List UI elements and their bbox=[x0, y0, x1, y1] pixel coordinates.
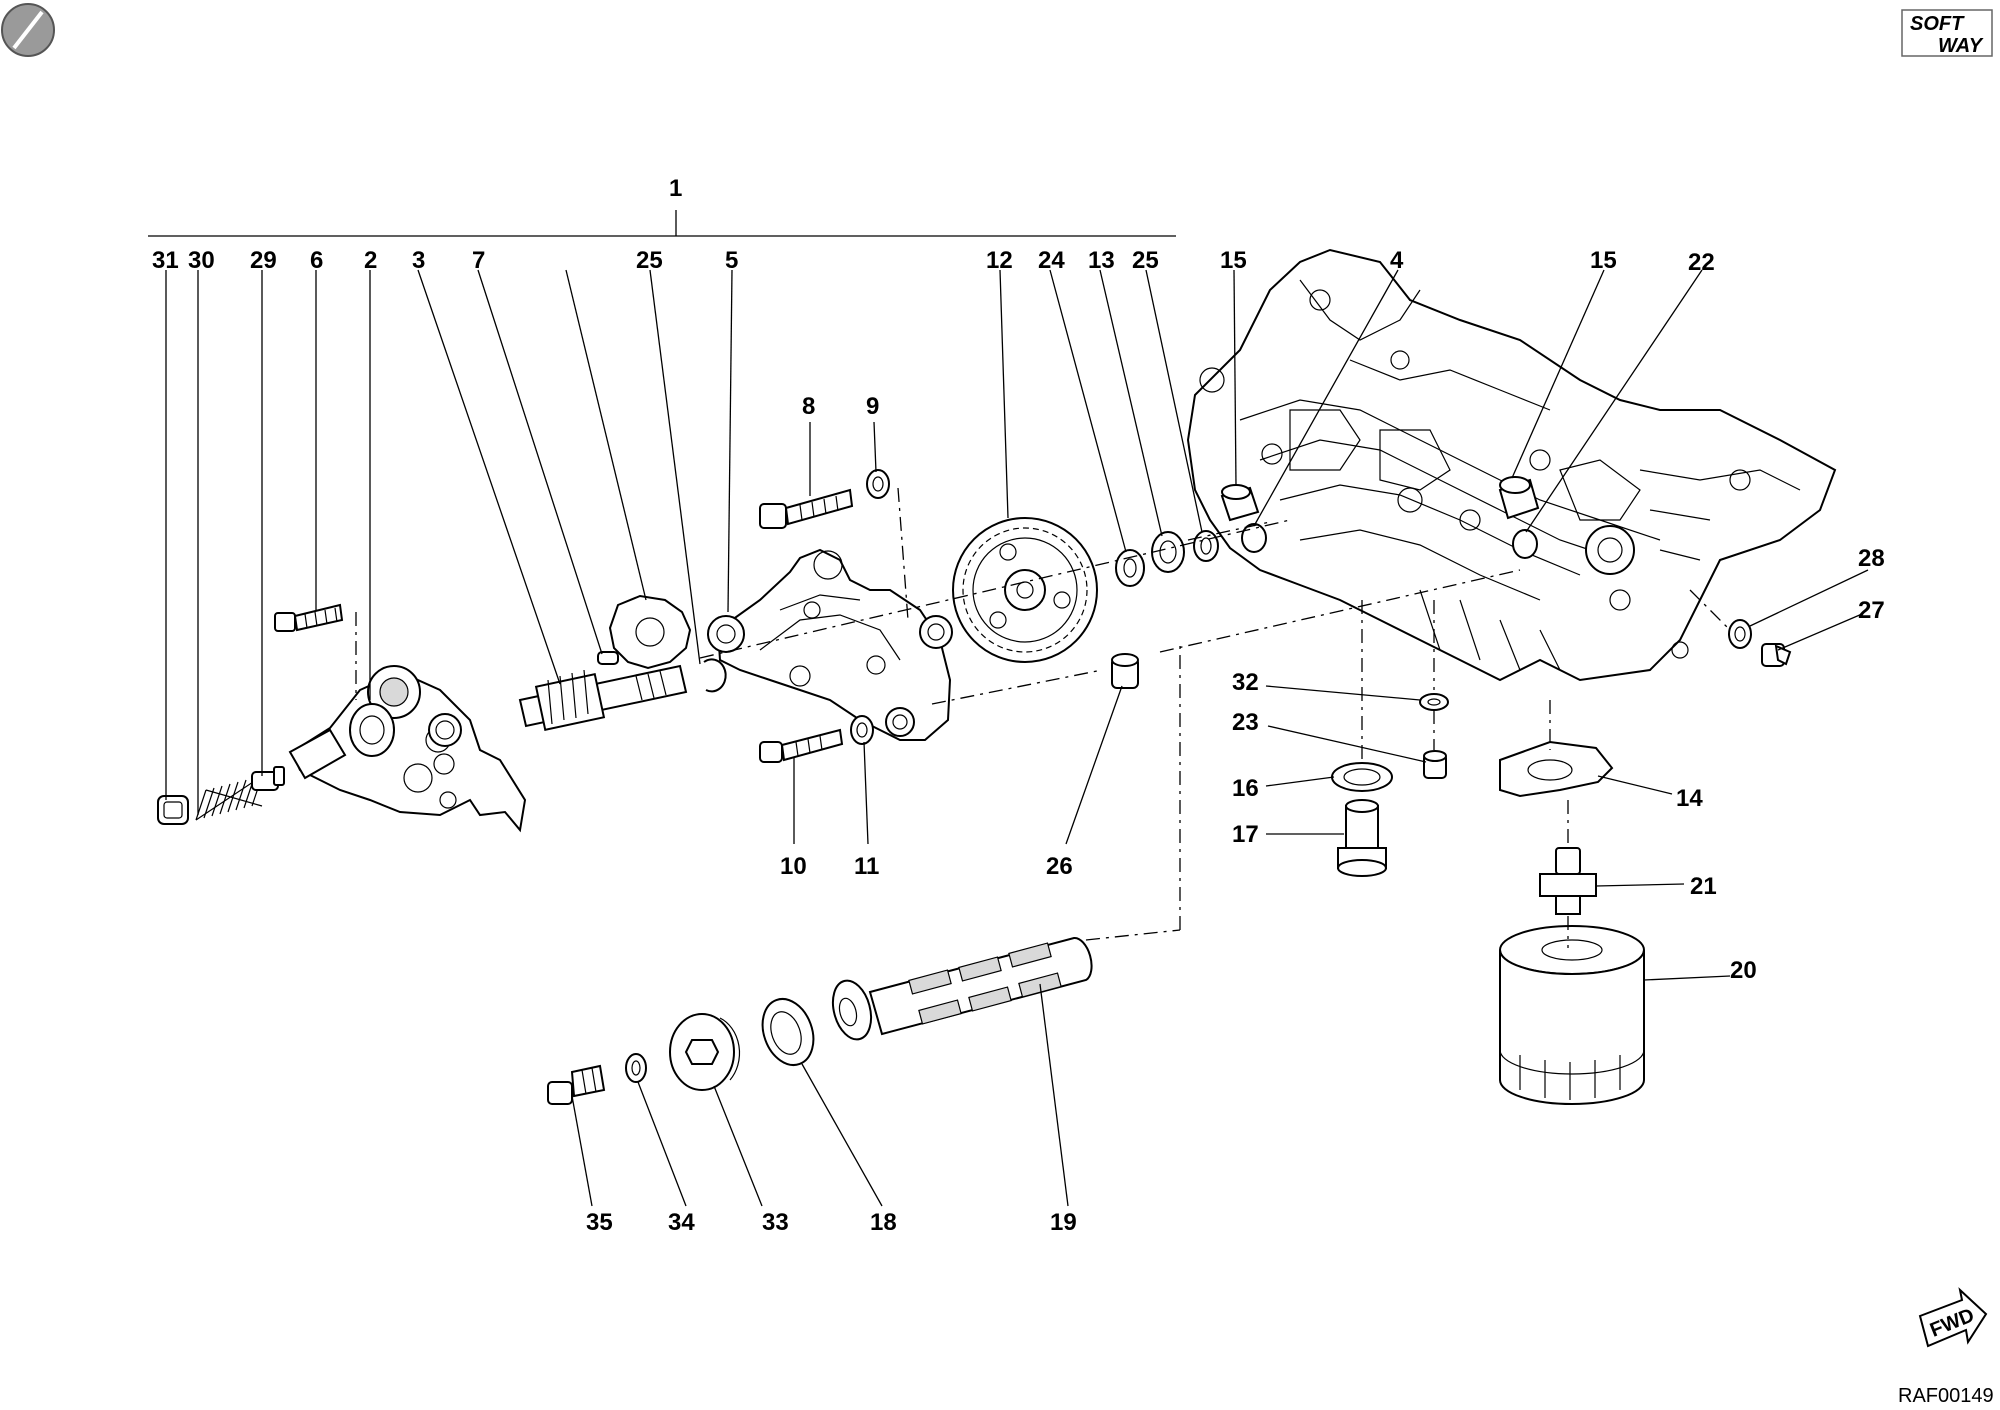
callout-8: 8 bbox=[802, 393, 815, 420]
plug-part-17 bbox=[1337, 799, 1387, 877]
circlip-part-25-right bbox=[1193, 530, 1219, 562]
callout-2: 2 bbox=[364, 247, 377, 274]
forward-direction-arrow-icon: FWD bbox=[1918, 1287, 1988, 1348]
pin-part-7 bbox=[597, 651, 619, 665]
callout-6: 6 bbox=[310, 247, 323, 274]
valve-part-29 bbox=[251, 766, 285, 791]
crankcase-housing bbox=[1186, 248, 1837, 682]
bolt-part-8 bbox=[759, 488, 854, 529]
drawing-code: RAF00149 bbox=[1898, 1385, 1994, 1407]
callout-13: 13 bbox=[1088, 247, 1115, 274]
oil-filter-part-20 bbox=[1499, 925, 1645, 1105]
pump-body-part-5 bbox=[707, 548, 953, 741]
gasket-part-18 bbox=[761, 998, 815, 1066]
callout-16: 16 bbox=[1232, 775, 1259, 802]
leader-lines bbox=[165, 269, 1869, 1207]
callout-1: 1 bbox=[669, 175, 682, 202]
bracket-part-14 bbox=[1499, 740, 1614, 798]
plug-part-35 bbox=[547, 1064, 606, 1105]
callout-18: 18 bbox=[870, 1209, 897, 1236]
callout-25-right: 25 bbox=[1132, 247, 1159, 274]
callout-28: 28 bbox=[1858, 545, 1885, 572]
washer-part-32 bbox=[1419, 693, 1449, 711]
gasket-part-16 bbox=[1331, 762, 1393, 792]
callout-19: 19 bbox=[1050, 1209, 1077, 1236]
washer-part-11 bbox=[850, 715, 874, 745]
bolt-part-10 bbox=[759, 728, 844, 763]
union-part-21 bbox=[1539, 847, 1597, 915]
callout-29: 29 bbox=[250, 247, 277, 274]
bushing-part-15-right bbox=[1498, 476, 1540, 520]
plug-part-27 bbox=[1761, 643, 1792, 667]
bearing-part-13 bbox=[1151, 531, 1185, 573]
circlip-part-24 bbox=[1115, 549, 1145, 587]
manufacturer-logo-disc bbox=[1, 3, 55, 57]
callout-11: 11 bbox=[854, 853, 879, 880]
logo-text-soft: SOFT bbox=[1910, 13, 1965, 35]
callout-24: 24 bbox=[1038, 247, 1065, 274]
bushing-part-26 bbox=[1111, 653, 1139, 689]
circlip-part-25-left bbox=[703, 658, 727, 693]
logo-text-way: WAY bbox=[1938, 35, 1984, 57]
plug-part-31 bbox=[157, 795, 189, 825]
callout-3: 3 bbox=[412, 247, 425, 274]
callout-32: 32 bbox=[1232, 669, 1259, 696]
washer-part-28 bbox=[1728, 619, 1752, 649]
bolt-part-6 bbox=[274, 603, 344, 632]
pump-cover-part-2 bbox=[288, 665, 527, 833]
callout-30: 30 bbox=[188, 247, 215, 274]
callout-10: 10 bbox=[780, 853, 807, 880]
callout-5: 5 bbox=[725, 247, 738, 274]
callout-20: 20 bbox=[1730, 957, 1757, 984]
plug-part-23 bbox=[1423, 750, 1447, 779]
washer-part-34 bbox=[625, 1053, 647, 1083]
o-ring-part-22 bbox=[1512, 529, 1538, 559]
callout-25-left: 25 bbox=[636, 247, 663, 274]
callout-21: 21 bbox=[1690, 873, 1717, 900]
callout-26: 26 bbox=[1046, 853, 1073, 880]
callout-15-left: 15 bbox=[1220, 247, 1247, 274]
callout-15-right: 15 bbox=[1590, 247, 1617, 274]
pump-shaft-part-3 bbox=[518, 664, 688, 731]
callout-31: 31 bbox=[152, 247, 179, 274]
callout-22: 22 bbox=[1688, 249, 1715, 276]
strainer-part-19 bbox=[831, 936, 1093, 1041]
rotor-gear bbox=[608, 594, 692, 670]
callout-labels: 1 31 30 29 6 2 3 7 25 5 12 24 13 25 15 4… bbox=[152, 175, 1885, 1236]
callout-35: 35 bbox=[586, 1209, 613, 1236]
callout-27: 27 bbox=[1858, 597, 1885, 624]
callout-7: 7 bbox=[472, 247, 485, 274]
assembly-bracket bbox=[148, 210, 1176, 237]
gear-part-12 bbox=[952, 517, 1098, 663]
callout-9: 9 bbox=[866, 393, 879, 420]
callout-14: 14 bbox=[1676, 785, 1703, 812]
callout-33: 33 bbox=[762, 1209, 789, 1236]
callout-34: 34 bbox=[668, 1209, 695, 1236]
callout-23: 23 bbox=[1232, 709, 1259, 736]
softway-logo: SOFT WAY bbox=[1901, 9, 1993, 57]
assembly-centerlines bbox=[355, 487, 1731, 948]
washer-part-9 bbox=[866, 469, 890, 499]
o-ring-part-4 bbox=[1241, 523, 1267, 553]
callout-4: 4 bbox=[1390, 247, 1404, 274]
callout-12: 12 bbox=[986, 247, 1013, 274]
callout-17: 17 bbox=[1232, 821, 1259, 848]
bushing-part-15-left bbox=[1220, 484, 1260, 522]
cover-part-33 bbox=[669, 1013, 741, 1091]
